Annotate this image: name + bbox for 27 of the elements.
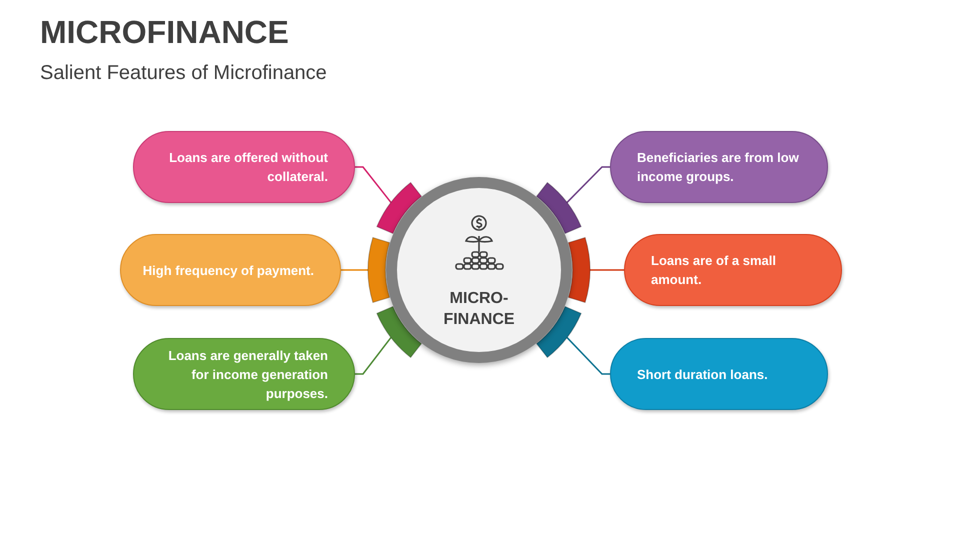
arc-segment xyxy=(368,237,390,303)
feature-pill xyxy=(610,131,828,203)
subtitle: Salient Features of Microfinance xyxy=(40,62,327,85)
feature-text: High frequency of payment. xyxy=(142,262,314,280)
arc-segment xyxy=(376,306,422,358)
leader-line xyxy=(566,337,610,375)
leader-line xyxy=(355,166,392,203)
feature-pill xyxy=(120,234,341,306)
arc-segment xyxy=(376,182,422,234)
arc-segment xyxy=(536,306,582,358)
feature-text: Loans are generally taken for income generation purposes. xyxy=(167,346,328,402)
feature-text: Short duration loans. xyxy=(637,366,768,384)
feature-pill xyxy=(624,234,842,306)
feature-text: Beneficiaries are from low income groups. xyxy=(637,149,800,186)
arc-segment xyxy=(536,182,582,234)
arc-segment xyxy=(568,237,590,303)
feature-text: Loans are offered without collateral. xyxy=(168,149,328,186)
feature-pill xyxy=(610,338,828,410)
feature-text: Loans are of a small amount. xyxy=(651,252,777,289)
center-label: MICRO- FINANCE xyxy=(442,289,516,330)
leader-line xyxy=(341,269,368,271)
leader-line xyxy=(566,166,610,203)
feature-pill xyxy=(133,338,355,410)
title: MICROFINANCE xyxy=(40,14,289,51)
leader-line xyxy=(355,337,392,375)
feature-pill xyxy=(133,131,355,203)
leader-line xyxy=(590,269,624,271)
